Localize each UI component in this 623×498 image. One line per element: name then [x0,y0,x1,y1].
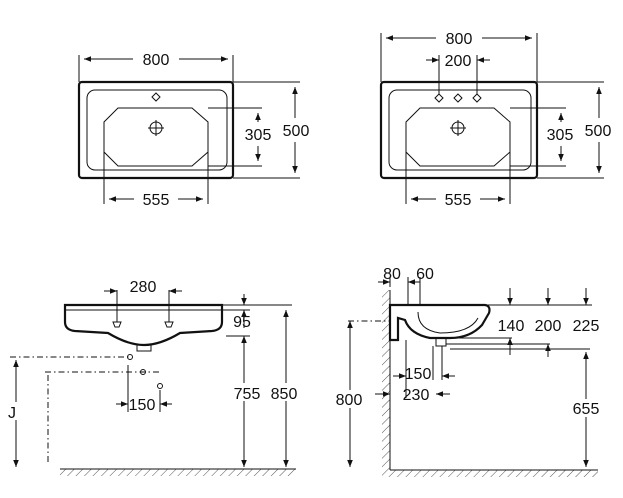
bowl-outline [103,107,209,167]
wall-hatch [382,290,390,470]
waste-outlet [136,344,152,352]
dim-bowl-depth: 305 [245,127,272,144]
tap-hole-icon [151,92,161,102]
side-elevation: 80 60 140 200 225 800 150 230 655 [332,266,604,477]
dim-bowl-width: 555 [143,192,170,209]
floor-hatch [60,469,296,476]
dim-depth: 500 [585,123,612,140]
tap-hole-icon [112,321,122,328]
dim-rim-offset: 60 [416,266,434,283]
dim-depth-c: 225 [573,318,600,335]
basin-inner-rim [388,89,532,171]
basin-front-outline [63,303,224,347]
front-elevation: 280 95 755 850 150 J [6,279,302,476]
dim-depth-a: 140 [498,318,525,335]
dim-waste-offset-b: 230 [403,387,430,404]
dim-wall-gap: 80 [383,266,401,283]
dim-depth-b: 200 [535,318,562,335]
basin-inner-rim [86,89,228,171]
basin-outline [379,80,539,180]
tap-hole-icon [434,93,444,103]
tap-hole-icon [472,93,482,103]
dim-rim-height: 95 [233,314,251,331]
waste-outlet [435,337,447,347]
dim-tap-spacing: 200 [445,53,472,70]
basin-outline [77,80,235,180]
plan-view-three-hole: 800 200 500 305 555 [379,31,612,209]
dim-waste-offset: 150 [405,366,432,383]
dim-height: 800 [336,392,363,409]
tap-hole-icon [164,321,174,328]
dim-bowl-depth: 305 [547,127,574,144]
dim-tap-spacing: 280 [130,279,157,296]
dim-width: 800 [446,31,473,48]
dim-depth: 500 [283,123,310,140]
dim-height-bottom: 755 [234,386,261,403]
tap-hole-icon [453,93,463,103]
floor-hatch [382,470,598,477]
dim-waste-spacing: 150 [129,397,156,414]
dim-bowl-width: 555 [445,192,472,209]
bowl-outline [405,107,511,167]
dim-waste-height: 655 [573,401,600,418]
dim-height-top: 850 [271,386,298,403]
basin-side-outline [388,303,491,342]
dim-waste-height: J [8,405,16,422]
dim-width: 800 [143,52,170,69]
plan-view-single-hole: 800 500 305 555 [77,52,310,209]
